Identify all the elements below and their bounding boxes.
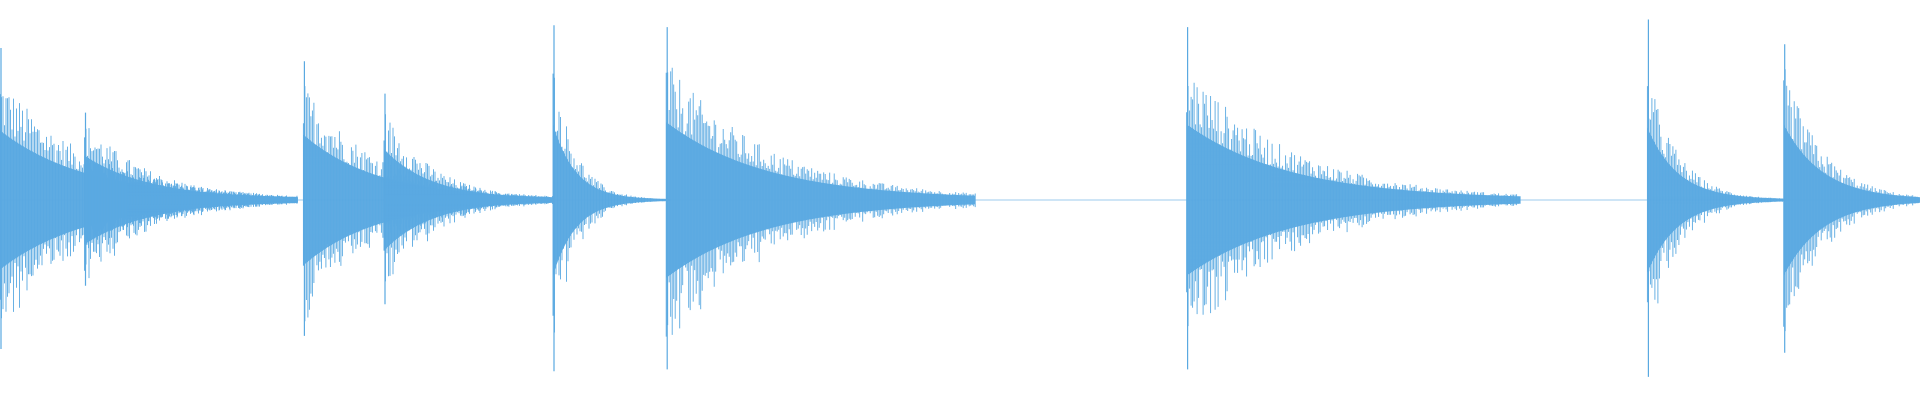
waveform-events xyxy=(0,19,1920,377)
waveform-samples xyxy=(1646,86,1783,304)
waveform-samples xyxy=(1783,69,1920,332)
waveform-samples xyxy=(1186,82,1521,327)
waveform-body xyxy=(384,149,553,251)
waveform-body xyxy=(1647,127,1784,273)
waveform-samples xyxy=(84,128,298,279)
waveform-event xyxy=(84,112,298,286)
waveform-event xyxy=(1646,19,1784,377)
waveform-samples xyxy=(552,73,671,333)
waveform-event xyxy=(552,25,671,372)
waveform-event xyxy=(383,93,553,305)
waveform-body xyxy=(1186,124,1521,276)
waveform-event xyxy=(665,27,976,370)
waveform-event xyxy=(1783,44,1920,353)
waveform-event xyxy=(1186,27,1521,370)
waveform-samples xyxy=(665,67,976,337)
waveform-body xyxy=(1783,124,1920,276)
waveform-samples xyxy=(383,114,553,282)
